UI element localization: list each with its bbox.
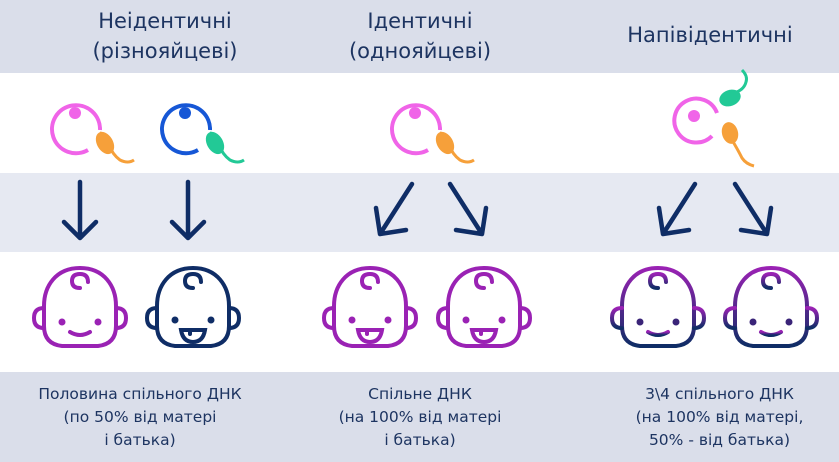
pink-egg-orange-sperm-icon <box>390 103 475 164</box>
caption-semi-identical: 3\4 спільного ДНК (на 100% від матері, 5… <box>635 385 804 449</box>
pink-egg-orange-sperm-icon <box>50 103 135 164</box>
baby-smiling-icon <box>31 265 129 348</box>
caption-identical: Спільне ДНК (на 100% від матері і батька… <box>338 385 502 449</box>
baby-smiling-icon <box>609 265 707 348</box>
title-semi-identical: Напівідентичні <box>627 23 793 47</box>
arrow-down-left-icon <box>373 181 415 237</box>
baby-laughing-icon <box>435 265 533 348</box>
arrows-band <box>0 173 839 252</box>
baby-laughing-icon <box>321 265 419 348</box>
caption-fraternal: Половина спільного ДНК (по 50% від матер… <box>38 385 242 449</box>
title-identical: Ідентичні (однояйцеві) <box>348 9 492 63</box>
caption-band <box>0 372 839 462</box>
baby-smiling-icon <box>722 265 820 348</box>
babies-band <box>0 252 839 372</box>
arrow-down-left-icon <box>656 181 698 237</box>
title-fraternal: Неідентичні (різнояйцеві) <box>92 9 238 63</box>
arrow-down-right-icon <box>732 181 774 237</box>
arrow-down-right-icon <box>447 181 489 237</box>
conception-band <box>0 73 839 173</box>
pink-egg-two-sperm-icon <box>672 68 755 168</box>
arrow-down-icon <box>169 179 207 241</box>
arrow-down-icon <box>61 179 99 241</box>
blue-egg-green-sperm-icon <box>160 103 245 164</box>
header-band <box>0 0 839 73</box>
baby-laughing-icon <box>144 265 242 348</box>
